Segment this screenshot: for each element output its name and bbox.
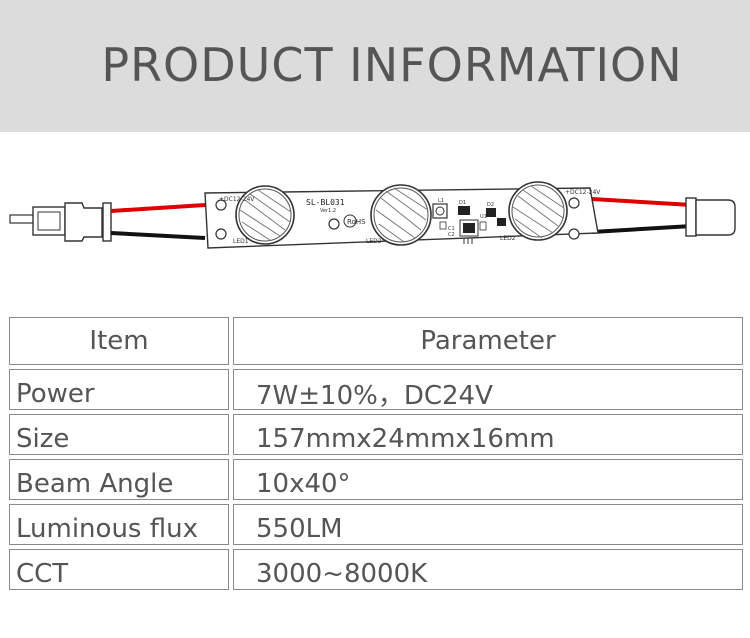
table-row: Luminous flux 550LM [9,504,743,545]
item-cell: Size [9,414,229,455]
value-cell: 157mmx24mmx16mm [233,414,743,455]
header-item-cell: Item [9,317,229,365]
label-u1: U1 [480,214,487,220]
label-c1: C1 [448,226,455,232]
label-input-right: +DC12-24V [565,189,601,196]
board-rohs: RoHS [347,218,366,226]
led-module-image: +DC12-24V +DC12-24V LED1 LED2 LED2 SL-BL… [9,181,736,249]
item-cell: Luminous flux [9,504,229,545]
led-lens-right [508,181,568,241]
item-cell: Beam Angle [9,459,229,500]
label-led-mid: LED2 [366,238,382,245]
value-cell: 7W±10%，DC24V [233,369,743,411]
table-header-row: Item Parameter [9,317,743,365]
header-parameter-cell: Parameter [233,317,743,365]
table-row: Beam Angle 10x40° [9,459,743,500]
header-banner: PRODUCT INFORMATION [0,0,750,132]
page-title: PRODUCT INFORMATION [101,38,683,92]
value-cell: 3000~8000K [233,549,743,590]
label-led-right: LED2 [500,235,516,242]
value-cell: 10x40° [233,459,743,500]
label-led-left: LED1 [233,238,249,245]
led-lens-middle [370,184,432,246]
table-row: CCT 3000~8000K [9,549,743,590]
right-connector [685,197,736,237]
label-d1: D1 [459,200,466,206]
board-version: Ver1.2 [320,208,336,214]
item-cell: CCT [9,549,229,590]
table-row: Power 7W±10%，DC24V [9,369,743,411]
value-cell: 550LM [233,504,743,545]
table-row: Size 157mmx24mmx16mm [9,414,743,455]
item-cell: Power [9,369,229,410]
label-c2: C2 [448,232,455,238]
led-lens-left [235,185,295,245]
left-connector [9,202,112,242]
board-model: SL-BL031 [306,198,345,207]
label-input-left: +DC12-24V [219,196,255,203]
label-l1: L1 [438,198,444,204]
spec-table: Item Parameter Power 7W±10%，DC24V Size 1… [5,313,747,594]
label-d2: D2 [487,202,494,208]
pcb-board: +DC12-24V +DC12-24V LED1 LED2 LED2 SL-BL… [204,181,601,249]
